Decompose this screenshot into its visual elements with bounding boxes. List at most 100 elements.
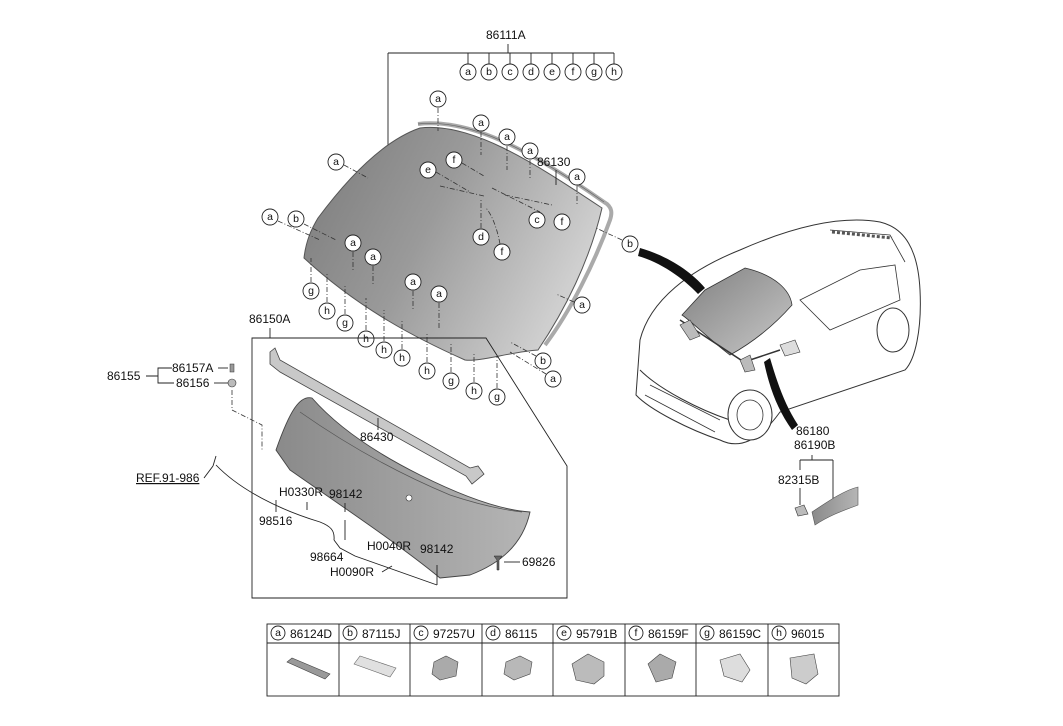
- callout-letter: d: [478, 231, 484, 243]
- callout-letter: a: [436, 288, 442, 300]
- windshield-glass: [303, 126, 603, 361]
- legend-part-image: [431, 655, 459, 681]
- label-windshield-assembly: 86111A: [486, 28, 526, 42]
- legend-part-image: [789, 653, 819, 685]
- screw-part: [493, 555, 503, 571]
- label-screw: 69826: [522, 555, 556, 569]
- callout-letter: a: [550, 373, 556, 385]
- callout-letter: h: [424, 365, 430, 377]
- vehicle-illustration: [635, 219, 921, 445]
- legend-part: 86159F: [648, 627, 689, 641]
- callout-letter: b: [293, 213, 299, 225]
- legend-part: 96015: [791, 627, 825, 641]
- legend-letter: a: [275, 627, 281, 639]
- legend-part: 95791B: [576, 627, 617, 641]
- callout-letter: a: [504, 131, 510, 143]
- clip-part: [794, 504, 809, 517]
- callout-letter: b: [627, 238, 633, 250]
- callout-letter: a: [267, 211, 273, 223]
- callout-letter: a: [333, 156, 339, 168]
- pointer-arrow: [638, 248, 705, 294]
- label-connector: 98664: [310, 550, 344, 564]
- label-cowl-panel: 86430: [360, 430, 394, 444]
- callout-letter: a: [350, 237, 356, 249]
- label-reference: REF.91-986: [136, 471, 200, 485]
- legend-part-image: [719, 653, 751, 683]
- callout-letter: a: [574, 171, 580, 183]
- callout-letter: b: [540, 355, 546, 367]
- callout-letter: a: [465, 66, 471, 78]
- label-mirror-b: 86190B: [794, 438, 835, 452]
- legend-part: 86115: [505, 627, 538, 641]
- legend-part: 86124D: [290, 627, 332, 641]
- callout-letter: g: [591, 66, 597, 78]
- legend-letter: h: [776, 627, 782, 639]
- callout-letter: f: [572, 66, 575, 78]
- legend-letter: b: [347, 627, 353, 639]
- callout-letter: a: [478, 117, 484, 129]
- callout-letter: b: [486, 66, 492, 78]
- label-clip-c: 82315B: [778, 473, 819, 487]
- mirror-cover: [811, 486, 859, 526]
- callout-letter: h: [611, 66, 617, 78]
- label-clip-a: 86157A: [172, 361, 213, 375]
- callout-letter: g: [342, 317, 348, 329]
- legend-part-image: [647, 653, 677, 683]
- label-cowl-assembly: 86150A: [249, 312, 290, 326]
- glass-callouts: a a a a a a e f c f d f a b a a a: [261, 90, 639, 406]
- legend-part-image: [571, 653, 605, 685]
- legend-table: a 86124D b 87115J c 97257U d 86115 e 957…: [266, 623, 840, 697]
- cowl-top-seal: [269, 347, 485, 485]
- clip-part: [229, 363, 235, 373]
- callout-letter: f: [453, 154, 456, 166]
- legend-letter: d: [490, 627, 496, 639]
- legend-part: 97257U: [433, 627, 475, 641]
- bracket-86111A: [387, 44, 614, 150]
- callout-letter: g: [448, 375, 454, 387]
- label-cowl-group: 86155: [107, 369, 141, 383]
- label-clip-b: 86156: [176, 376, 210, 390]
- label-hose-a: H0330R: [279, 485, 323, 499]
- legend-letter: f: [635, 627, 638, 639]
- callout-letter: c: [534, 214, 539, 226]
- callout-letter: c: [507, 66, 512, 78]
- label-moulding: 86130: [537, 155, 571, 169]
- callout-letter: f: [501, 246, 504, 258]
- callout-letter: e: [425, 164, 431, 176]
- label-nozzle-a: 98142: [329, 487, 363, 501]
- label-mirror-a: 86180: [796, 424, 830, 438]
- callout-letter: a: [370, 251, 376, 263]
- legend-part: 86159C: [719, 627, 761, 641]
- callout-letter: a: [579, 299, 585, 311]
- legend-part-image: [503, 655, 533, 681]
- callout-letter: h: [471, 385, 477, 397]
- top-callout-row: a b c d e f g h: [459, 53, 623, 81]
- callout-letter: a: [410, 276, 416, 288]
- callout-letter: a: [435, 93, 441, 105]
- callout-letter: e: [549, 66, 555, 78]
- label-hose-main: 98516: [259, 514, 293, 528]
- callout-letter: f: [561, 216, 564, 228]
- legend-letter: g: [704, 627, 710, 639]
- callout-letter: a: [527, 145, 533, 157]
- cowl-panel: [275, 397, 531, 579]
- legend-part-image: [353, 655, 397, 678]
- callout-letter: g: [494, 391, 500, 403]
- washer-hose: [333, 539, 438, 586]
- label-hose-c: H0090R: [330, 565, 374, 579]
- legend-part-image: [286, 657, 331, 680]
- clip-part: [227, 378, 237, 388]
- label-hose-b: H0040R: [367, 539, 411, 553]
- callout-letter: d: [528, 66, 534, 78]
- label-nozzle-b: 98142: [420, 542, 454, 556]
- callout-letter: h: [399, 352, 405, 364]
- callout-letter: h: [363, 333, 369, 345]
- callout-letter: g: [308, 285, 314, 297]
- legend-letter: c: [418, 627, 423, 639]
- legend-part: 87115J: [362, 627, 400, 641]
- washer-hose: [215, 464, 335, 541]
- callout-letter: h: [324, 305, 330, 317]
- callout-letter: h: [381, 344, 387, 356]
- legend-letter: e: [561, 627, 567, 639]
